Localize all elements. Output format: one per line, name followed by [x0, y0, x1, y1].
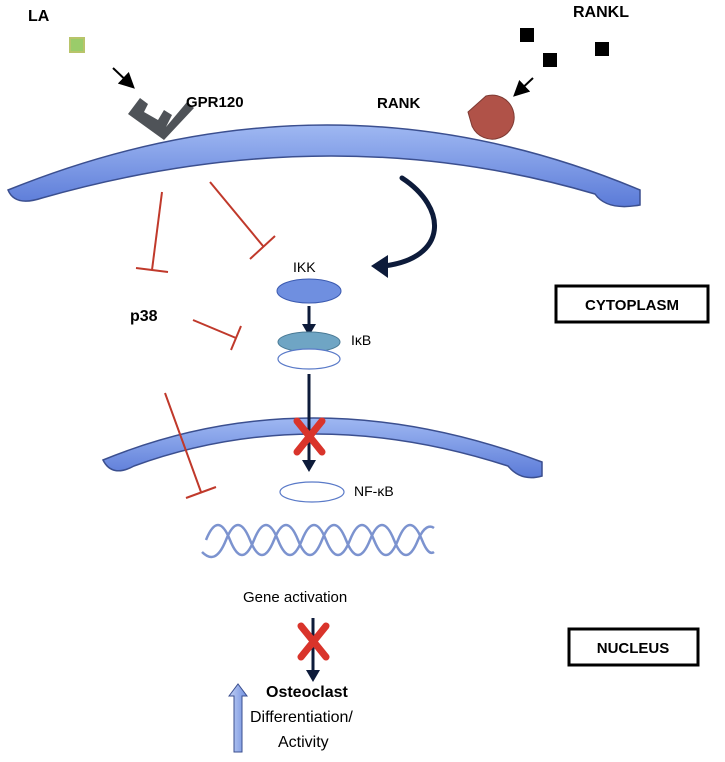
cytoplasm-label: CYTOPLASM	[585, 297, 679, 314]
inhibition-bar	[135, 267, 169, 273]
ikk-node	[276, 278, 342, 304]
differentiation-label: Differentiation/	[250, 709, 353, 726]
nfkb-complex-node	[277, 348, 341, 370]
la-ligand	[69, 37, 85, 53]
increase-up-arrow-icon	[228, 683, 248, 753]
rank-receptor	[467, 94, 515, 140]
nfkb-node	[279, 481, 345, 503]
nuclear-membrane	[101, 417, 543, 479]
block-x-mark	[293, 417, 326, 456]
block-x-mark	[297, 622, 330, 661]
nfkb-label: NF-κB	[354, 483, 394, 499]
nucleus-box	[567, 627, 700, 667]
ikb-label: IκB	[351, 332, 371, 348]
activity-label: Activity	[278, 734, 329, 751]
rank-to-ikk-arrow	[381, 175, 437, 269]
la-label: LA	[28, 8, 50, 25]
inhibition-line	[192, 319, 237, 339]
gene-to-osteoclast-arrowhead	[306, 670, 320, 682]
gene-activation-label: Gene activation	[243, 589, 347, 606]
translocation-arrowhead	[302, 460, 316, 472]
cell-membrane	[7, 124, 641, 208]
nucleus-label: NUCLEUS	[597, 640, 670, 657]
rankl-ligand	[595, 42, 609, 56]
la-binding-arrow	[112, 67, 135, 89]
inhibition-line	[209, 181, 264, 247]
gpr120-receptor	[128, 98, 194, 140]
rankl-ligand	[543, 53, 557, 67]
osteoclast-label: Osteoclast	[266, 684, 348, 701]
cytoplasm-box	[554, 284, 710, 324]
ikk-label: IKK	[293, 259, 316, 275]
inhibition-bar	[230, 325, 242, 351]
p38-label: p38	[130, 308, 158, 325]
inhibition-line	[151, 191, 163, 271]
rankl-ligand	[520, 28, 534, 42]
rankl-binding-arrow	[513, 77, 534, 97]
gpr120-label: GPR120	[186, 94, 244, 111]
inhibition-bar	[185, 486, 217, 499]
ikk-to-ikb-arrowhead	[302, 324, 316, 336]
inhibition-line	[164, 392, 202, 493]
inhibition-bar	[249, 235, 276, 260]
dna-helix	[201, 523, 435, 559]
rankl-label: RANKL	[573, 4, 629, 21]
rank-label: RANK	[377, 95, 420, 112]
rank-to-ikk-arrowhead	[371, 255, 388, 278]
